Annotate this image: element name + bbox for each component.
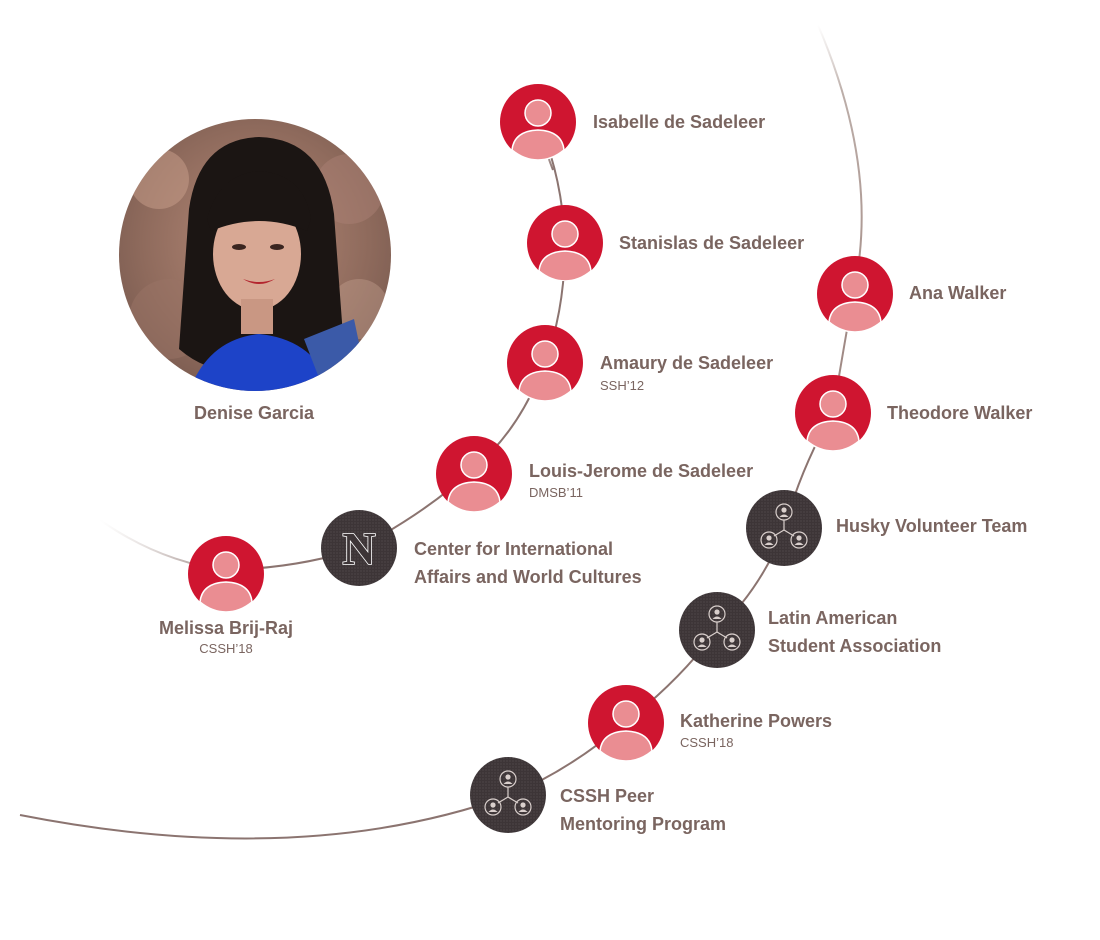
group-icon [746, 490, 822, 566]
amaury-name: Amaury de Sadeleer [600, 353, 774, 373]
louis-detail: DMSB’11 [529, 485, 583, 500]
group-icon [679, 592, 755, 668]
katherine-detail: CSSH’18 [680, 735, 734, 750]
husky-name: Husky Volunteer Team [836, 516, 1028, 536]
cssh-name-line1: CSSH Peer [560, 786, 655, 806]
org-node-lasa[interactable] [679, 592, 755, 668]
person-node-stanislas[interactable] [527, 205, 603, 281]
outer-arc [817, 24, 863, 291]
cssh-name-line2: Mentoring Program [560, 814, 727, 834]
center-name-line2: Affairs and World Cultures [414, 567, 642, 587]
louis-name: Louis-Jerome de Sadeleer [529, 461, 754, 481]
person-icon [817, 256, 893, 332]
featured-name: Denise Garcia [193, 403, 315, 423]
lasa-name-line2: Student Association [768, 636, 942, 656]
org-node-center[interactable]: N [321, 510, 397, 586]
person-node-katherine[interactable] [588, 685, 664, 761]
katherine-name: Katherine Powers [680, 711, 833, 731]
org-node-husky[interactable] [746, 490, 822, 566]
person-node-ana[interactable] [817, 256, 893, 332]
melissa-name: Melissa Brij-Raj [158, 618, 294, 638]
person-node-melissa[interactable] [188, 536, 264, 612]
group-icon [470, 757, 546, 833]
person-node-louis[interactable] [436, 436, 512, 512]
person-icon [527, 205, 603, 281]
svg-text:N: N [342, 523, 375, 574]
stanislas-name: Stanislas de Sadeleer [619, 233, 805, 253]
featured-photo [119, 119, 391, 391]
melissa-detail: CSSH’18 [199, 641, 253, 656]
lasa-name-line1: Latin American [768, 608, 898, 628]
university-logo-icon: N [321, 510, 397, 586]
theodore-name: Theodore Walker [887, 403, 1033, 423]
person-icon [500, 84, 576, 160]
person-node-theodore[interactable] [795, 375, 871, 451]
isabelle-name: Isabelle de Sadeleer [593, 112, 766, 132]
person-icon [436, 436, 512, 512]
person-node-amaury[interactable] [507, 325, 583, 401]
person-icon [795, 375, 871, 451]
ana-name: Ana Walker [909, 283, 1007, 303]
org-node-cssh[interactable] [470, 757, 546, 833]
person-node-isabelle[interactable] [500, 84, 576, 160]
amaury-detail: SSH’12 [600, 378, 645, 393]
person-icon [188, 536, 264, 612]
center-name-line1: Center for International [414, 539, 614, 559]
bottom-tail [20, 815, 290, 857]
person-icon [588, 685, 664, 761]
person-icon [507, 325, 583, 401]
